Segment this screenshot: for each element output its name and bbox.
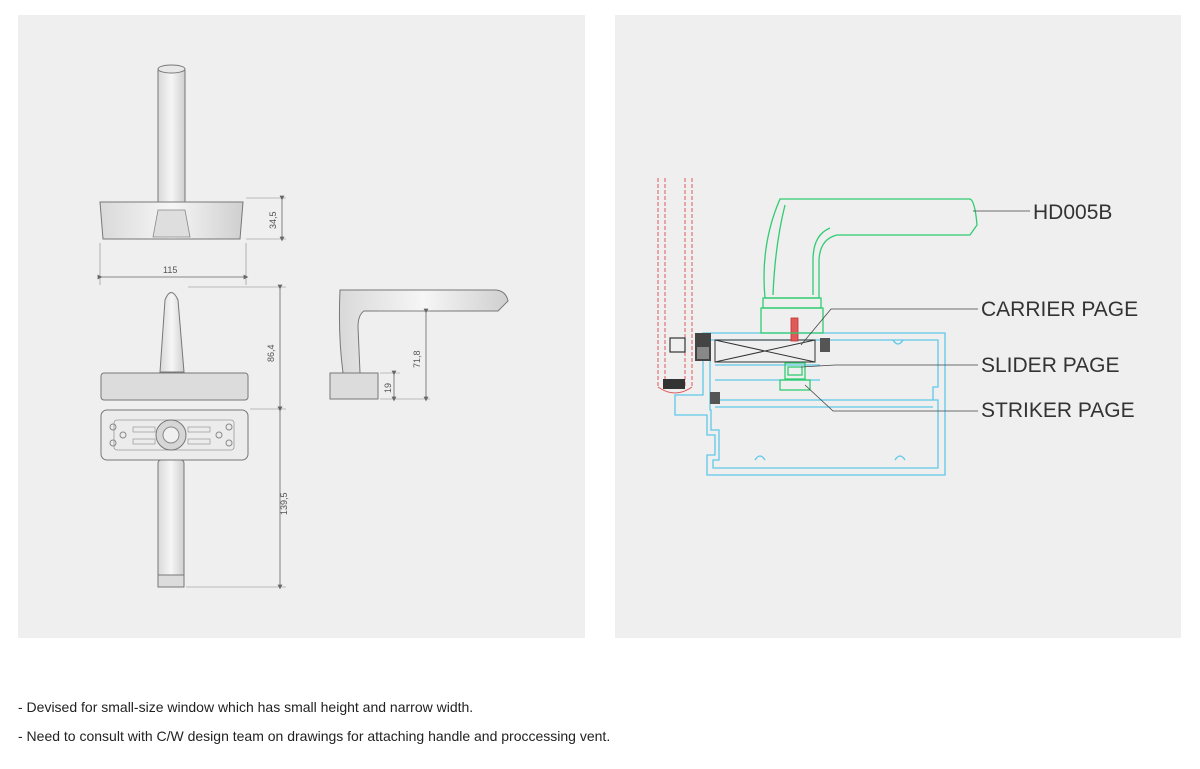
dimension-side-height: 71,8 — [378, 308, 430, 402]
dim-label-base-height: 34,5 — [268, 211, 278, 229]
note-line: - Need to consult with C/W design team o… — [18, 728, 611, 744]
installation-section-drawing: HD005B CARRIER PAGE SLIDER PAGE STRIKER … — [657, 178, 1138, 476]
dim-label-lower-length: 139,5 — [279, 492, 289, 515]
dimension-side-base: 19 — [380, 370, 400, 402]
carrier-component — [714, 339, 816, 363]
handle-dimension-drawing: 34,5 115 — [97, 64, 509, 590]
label-slider-page: SLIDER PAGE — [981, 354, 1120, 377]
frame-profile — [674, 332, 946, 476]
seal-and-fittings — [663, 333, 830, 404]
technical-drawing-panel: 34,5 115 — [18, 15, 585, 638]
product-notes: - Devised for small-size window which ha… — [18, 693, 1178, 751]
dim-label-side-base: 19 — [383, 383, 393, 393]
label-hd005b: HD005B — [1033, 201, 1112, 224]
installation-section-panel: HD005B CARRIER PAGE SLIDER PAGE STRIKER … — [615, 15, 1181, 638]
rear-view-plate — [100, 409, 249, 588]
dim-label-upper-height: 86,4 — [266, 344, 276, 362]
sash-glass — [657, 178, 693, 394]
spindle — [790, 317, 799, 342]
handle-hd005b — [760, 198, 978, 334]
front-view-handle — [100, 292, 249, 401]
dimension-lower-length: 139,5 — [186, 406, 289, 590]
label-leaders — [800, 210, 1030, 412]
dim-label-width: 115 — [163, 265, 177, 275]
dim-label-side-height: 71,8 — [412, 350, 422, 368]
slider-striker — [779, 362, 811, 391]
top-view-handle — [99, 64, 244, 240]
label-carrier-page: CARRIER PAGE — [981, 298, 1138, 321]
label-striker-page: STRIKER PAGE — [981, 399, 1135, 422]
dimension-base-height: 34,5 — [246, 195, 286, 242]
side-view-handle — [329, 289, 509, 400]
dimension-width: 115 — [97, 243, 249, 285]
dimension-upper-height: 86,4 — [188, 284, 286, 412]
note-line: - Devised for small-size window which ha… — [18, 699, 474, 715]
